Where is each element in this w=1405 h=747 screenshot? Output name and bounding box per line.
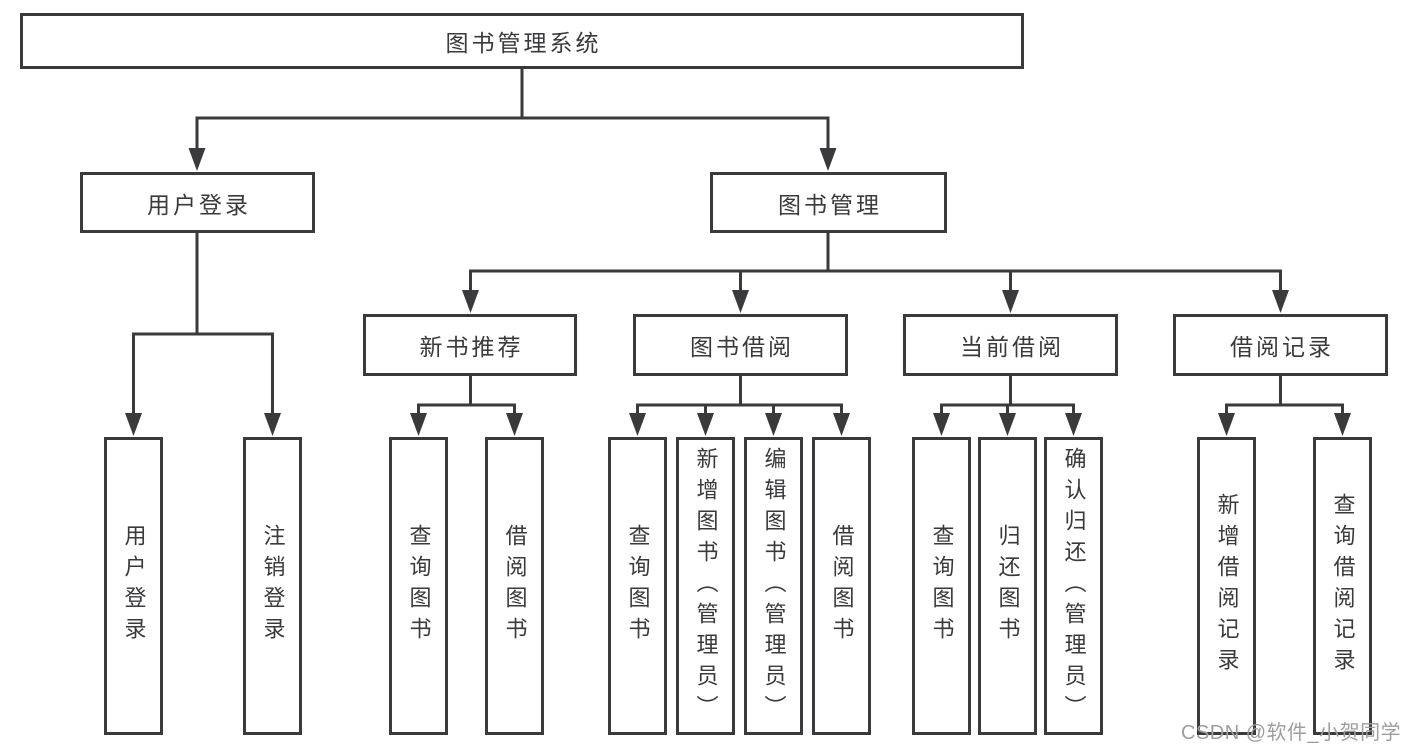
node-label: 借阅记录 xyxy=(1230,334,1334,360)
node-label: 用户登录 xyxy=(147,191,251,218)
node-label: 新书推荐 xyxy=(419,334,524,360)
node-label: 新增借阅记录 xyxy=(1214,493,1240,679)
node-label: 编辑图书（管理员） xyxy=(761,446,787,726)
node-book-management-branch: 图书管理 xyxy=(710,172,947,233)
node-label: 查询图书 xyxy=(929,524,955,648)
node-label: 图书管理系统 xyxy=(445,30,602,56)
node-library-management-system: 图书管理系统 xyxy=(20,13,1024,69)
leaf-borrow-books-recommend: 借阅图书 xyxy=(485,437,544,735)
leaf-user-login: 用户登录 xyxy=(104,437,163,735)
node-label: 注销登录 xyxy=(260,524,286,648)
node-label: 图书借阅 xyxy=(690,334,794,360)
node-label: 当前借阅 xyxy=(960,334,1064,360)
node-label: 查询图书 xyxy=(406,524,432,648)
node-label: 归还图书 xyxy=(995,524,1021,648)
node-user-login-branch: 用户登录 xyxy=(80,172,315,233)
csdn-watermark: CSDN @软件_小贺同学 xyxy=(1181,722,1402,744)
node-borrowing-records: 借阅记录 xyxy=(1173,314,1388,376)
leaf-query-books-recommend: 查询图书 xyxy=(389,437,448,735)
node-current-borrowing: 当前借阅 xyxy=(903,314,1118,376)
node-label: 用户登录 xyxy=(121,524,147,648)
leaf-query-books-borrowing: 查询图书 xyxy=(608,437,667,735)
leaf-query-borrow-record: 查询借阅记录 xyxy=(1313,437,1372,735)
arrowheads xyxy=(125,148,1351,436)
leaf-logout: 注销登录 xyxy=(243,437,302,735)
node-label: 查询借阅记录 xyxy=(1330,493,1356,679)
node-new-book-recommend: 新书推荐 xyxy=(363,314,577,376)
node-label: 新增图书（管理员） xyxy=(693,446,719,726)
leaf-confirm-return-admin: 确认归还（管理员） xyxy=(1044,437,1103,735)
leaf-add-books-admin: 新增图书（管理员） xyxy=(676,437,735,735)
node-label: 借阅图书 xyxy=(829,524,855,648)
node-label: 确认归还（管理员） xyxy=(1061,446,1087,726)
leaf-borrow-books: 借阅图书 xyxy=(812,437,871,735)
leaf-return-books: 归还图书 xyxy=(978,437,1037,735)
leaf-add-borrow-record: 新增借阅记录 xyxy=(1197,437,1256,735)
node-label: 借阅图书 xyxy=(502,524,528,648)
leaf-edit-books-admin: 编辑图书（管理员） xyxy=(744,437,803,735)
node-label: 图书管理 xyxy=(778,191,882,218)
leaf-query-books-current: 查询图书 xyxy=(912,437,971,735)
node-book-borrowing: 图书借阅 xyxy=(633,314,848,376)
node-label: 查询图书 xyxy=(625,524,651,648)
